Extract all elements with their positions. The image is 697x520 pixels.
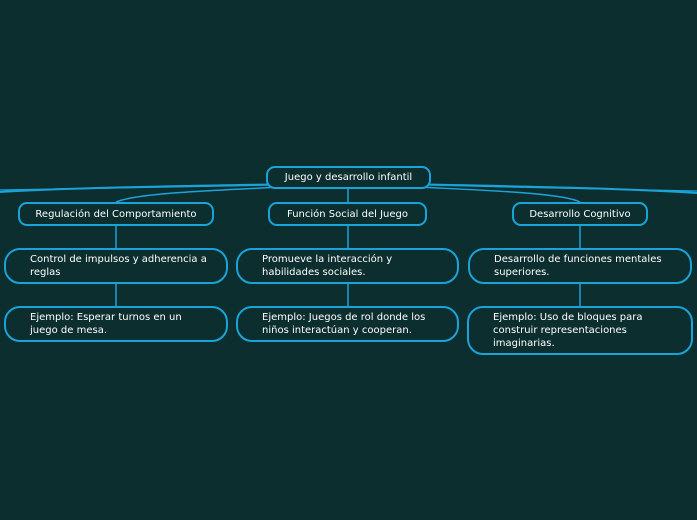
branch-label: Desarrollo Cognitivo	[529, 208, 631, 220]
leaf-node-ejemplo-bloques[interactable]: Ejemplo: Uso de bloques para construir r…	[467, 306, 693, 355]
branch-node-funcion-social[interactable]: Función Social del Juego	[268, 202, 427, 226]
leaf-node-ejemplo-rol[interactable]: Ejemplo: Juegos de rol donde los niños i…	[236, 306, 459, 342]
leaf-node-ejemplo-turnos[interactable]: Ejemplo: Esperar turnos en un juego de m…	[4, 306, 228, 342]
branch-label: Función Social del Juego	[287, 208, 408, 220]
leaf-label: Control de impulsos y adherencia a regla…	[30, 254, 207, 278]
leaf-label: Promueve la interacción y habilidades so…	[262, 254, 393, 278]
root-topic-label: Juego y desarrollo infantil	[284, 172, 413, 183]
leaf-label: Ejemplo: Juegos de rol donde los niños i…	[262, 312, 426, 336]
leaf-node-interaccion[interactable]: Promueve la interacción y habilidades so…	[236, 248, 459, 284]
leaf-node-funciones-mentales[interactable]: Desarrollo de funciones mentales superio…	[468, 248, 692, 284]
leaf-label: Ejemplo: Esperar turnos en un juego de m…	[30, 312, 182, 336]
branch-node-regulacion[interactable]: Regulación del Comportamiento	[18, 202, 214, 226]
leaf-label: Desarrollo de funciones mentales superio…	[494, 254, 662, 278]
branch-node-desarrollo-cognitivo[interactable]: Desarrollo Cognitivo	[512, 202, 648, 226]
leaf-node-control-impulsos[interactable]: Control de impulsos y adherencia a regla…	[4, 248, 228, 284]
connector-root-left-edge-2	[0, 183, 311, 191]
root-topic-node[interactable]: Juego y desarrollo infantil	[266, 166, 431, 189]
leaf-label: Ejemplo: Uso de bloques para construir r…	[493, 312, 643, 349]
connector-root-right-edge-2	[389, 183, 697, 192]
branch-label: Regulación del Comportamiento	[35, 208, 197, 220]
